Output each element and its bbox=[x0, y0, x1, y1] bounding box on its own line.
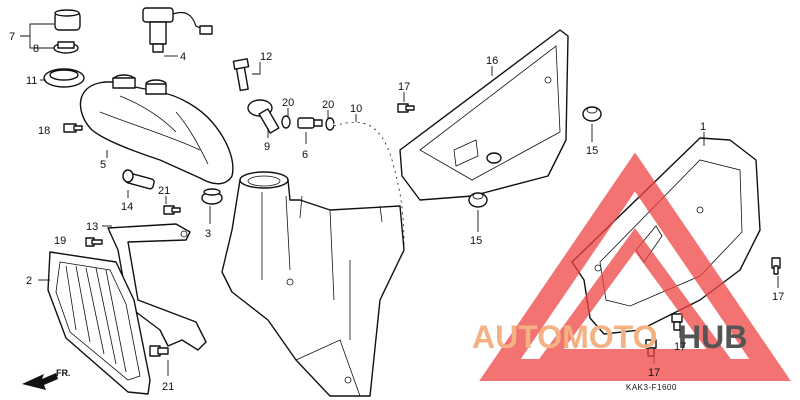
grommet-lower bbox=[468, 192, 488, 208]
callout-label: 20 bbox=[322, 99, 334, 111]
callout-label: 18 bbox=[38, 125, 50, 137]
callout-label: 17 bbox=[772, 291, 784, 303]
shroud-bracket bbox=[107, 223, 207, 351]
callout-label: 8 bbox=[33, 43, 39, 55]
callout-label: 3 bbox=[205, 228, 211, 240]
callout-label: 6 bbox=[302, 149, 308, 161]
tank-collar bbox=[122, 169, 155, 190]
grommet-upper bbox=[582, 106, 602, 122]
callout-label: 15 bbox=[470, 235, 482, 247]
callout-label: 21 bbox=[162, 381, 174, 393]
callout-label: 21 bbox=[158, 185, 170, 197]
callout-label: 15 bbox=[586, 145, 598, 157]
filler-ring bbox=[43, 68, 85, 88]
callout-label: 11 bbox=[26, 75, 37, 87]
hose-clamp bbox=[201, 188, 223, 205]
callout-label: 17 bbox=[398, 81, 410, 93]
callout-label: 17 bbox=[648, 367, 660, 379]
fuel-cap-assembly bbox=[53, 9, 81, 54]
flange-bolt bbox=[232, 58, 250, 92]
screw-lower-a bbox=[671, 313, 683, 331]
fuel-joint bbox=[281, 115, 335, 131]
stud-bolt-upper bbox=[163, 205, 181, 215]
watermark-text-hub: HUB bbox=[678, 319, 747, 355]
frame-body bbox=[221, 171, 405, 397]
screw-upper bbox=[397, 103, 415, 113]
callout-label: 10 bbox=[350, 103, 362, 115]
callout-label: 16 bbox=[486, 55, 498, 67]
callout-label: 17 bbox=[674, 341, 686, 353]
callout-label: 9 bbox=[264, 141, 270, 153]
front-direction-arrow-icon bbox=[22, 373, 58, 390]
callout-label: 4 bbox=[180, 51, 186, 63]
callout-label: 13 bbox=[86, 221, 98, 233]
callout-label: 7 bbox=[9, 31, 15, 43]
stud-bolt-lower bbox=[149, 345, 169, 357]
figure-code: KAK3-F1600 bbox=[626, 383, 677, 392]
callout-label: 1 bbox=[700, 121, 706, 133]
watermark-logo bbox=[479, 152, 791, 381]
callout-label: 14 bbox=[121, 201, 133, 213]
fuel-tank bbox=[79, 74, 234, 185]
fuel-valve bbox=[247, 99, 280, 134]
callout-label: 19 bbox=[54, 235, 66, 247]
front-direction-label: FR. bbox=[56, 368, 71, 378]
callout-label: 12 bbox=[260, 51, 272, 63]
tank-bolt bbox=[63, 123, 83, 133]
small-bolt bbox=[85, 237, 103, 247]
watermark-text-automoto: AUTOMOTO bbox=[472, 319, 657, 355]
callout-label: 5 bbox=[100, 159, 106, 171]
screw-right bbox=[771, 257, 781, 275]
breather-valve bbox=[142, 7, 213, 53]
radiator-grille bbox=[47, 251, 151, 395]
left-side-cover bbox=[399, 29, 569, 201]
callout-label: 20 bbox=[282, 97, 294, 109]
callout-label: 2 bbox=[26, 275, 32, 287]
